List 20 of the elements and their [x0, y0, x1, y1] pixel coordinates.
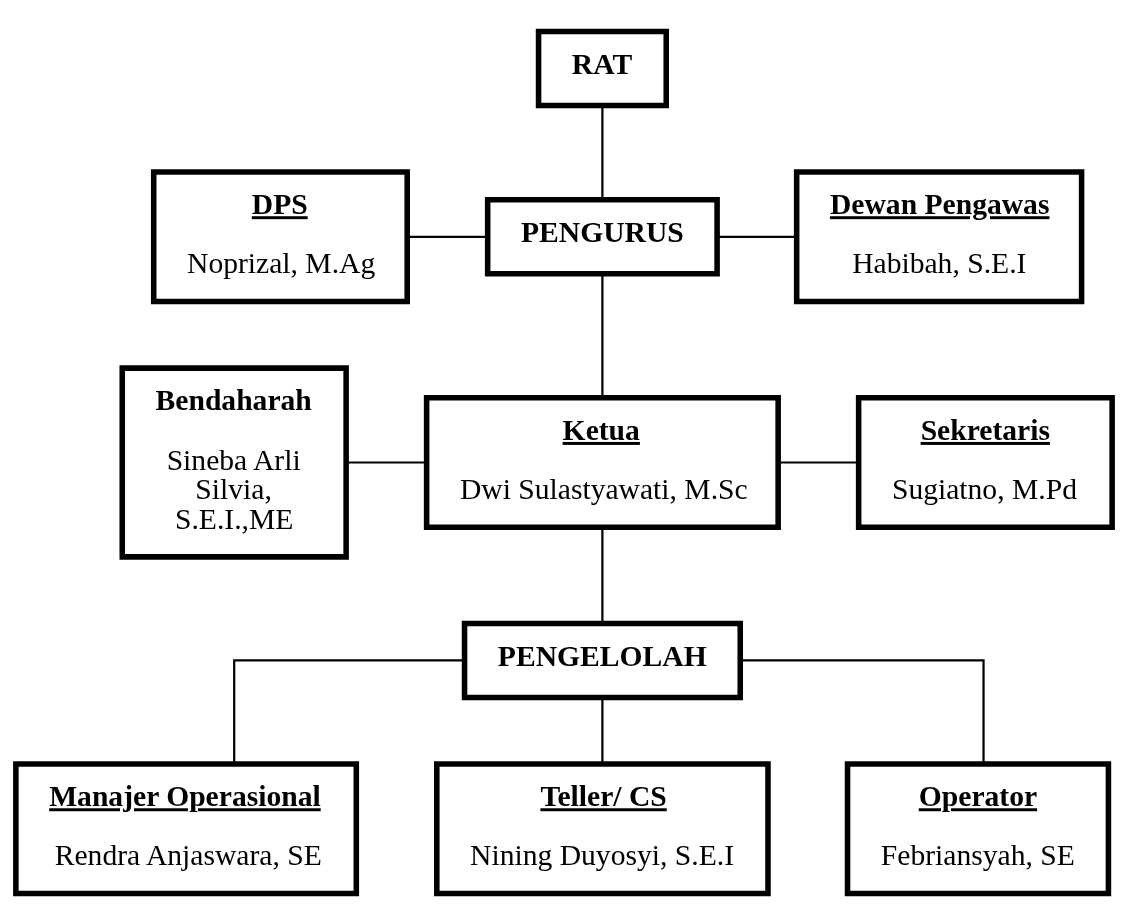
connector	[601, 105, 604, 199]
node-box: Dewan Pengawas Habibah, S.E.I	[793, 168, 1085, 304]
connector	[778, 460, 859, 464]
connector	[601, 697, 604, 764]
node-box: Sekretaris Sugiatno, M.Pd	[855, 394, 1115, 530]
node-box: RAT	[535, 28, 669, 108]
node-box: Operator Febriansyah, SE	[844, 760, 1112, 896]
node-box: Ketua Dwi Sulastyawati, M.Sc	[423, 394, 781, 530]
connector	[346, 460, 427, 464]
connector	[407, 235, 488, 238]
node-box: Manajer Operasional Rendra Anjaswara, SE	[13, 760, 360, 896]
node-box: DPS Noprizal, M.Ag	[150, 168, 410, 304]
node-box: PENGELOLAH	[461, 620, 743, 700]
connector	[740, 658, 985, 764]
node-box: Teller/ CS Nining Duyosyi, S.E.I	[434, 760, 771, 896]
node-box: PENGURUS	[484, 196, 720, 277]
connector	[233, 658, 465, 764]
connector	[717, 235, 797, 238]
connector	[601, 273, 604, 397]
node-box: Bendaharah Sineba Arli Silvia, S.E.I.,ME	[119, 364, 349, 560]
